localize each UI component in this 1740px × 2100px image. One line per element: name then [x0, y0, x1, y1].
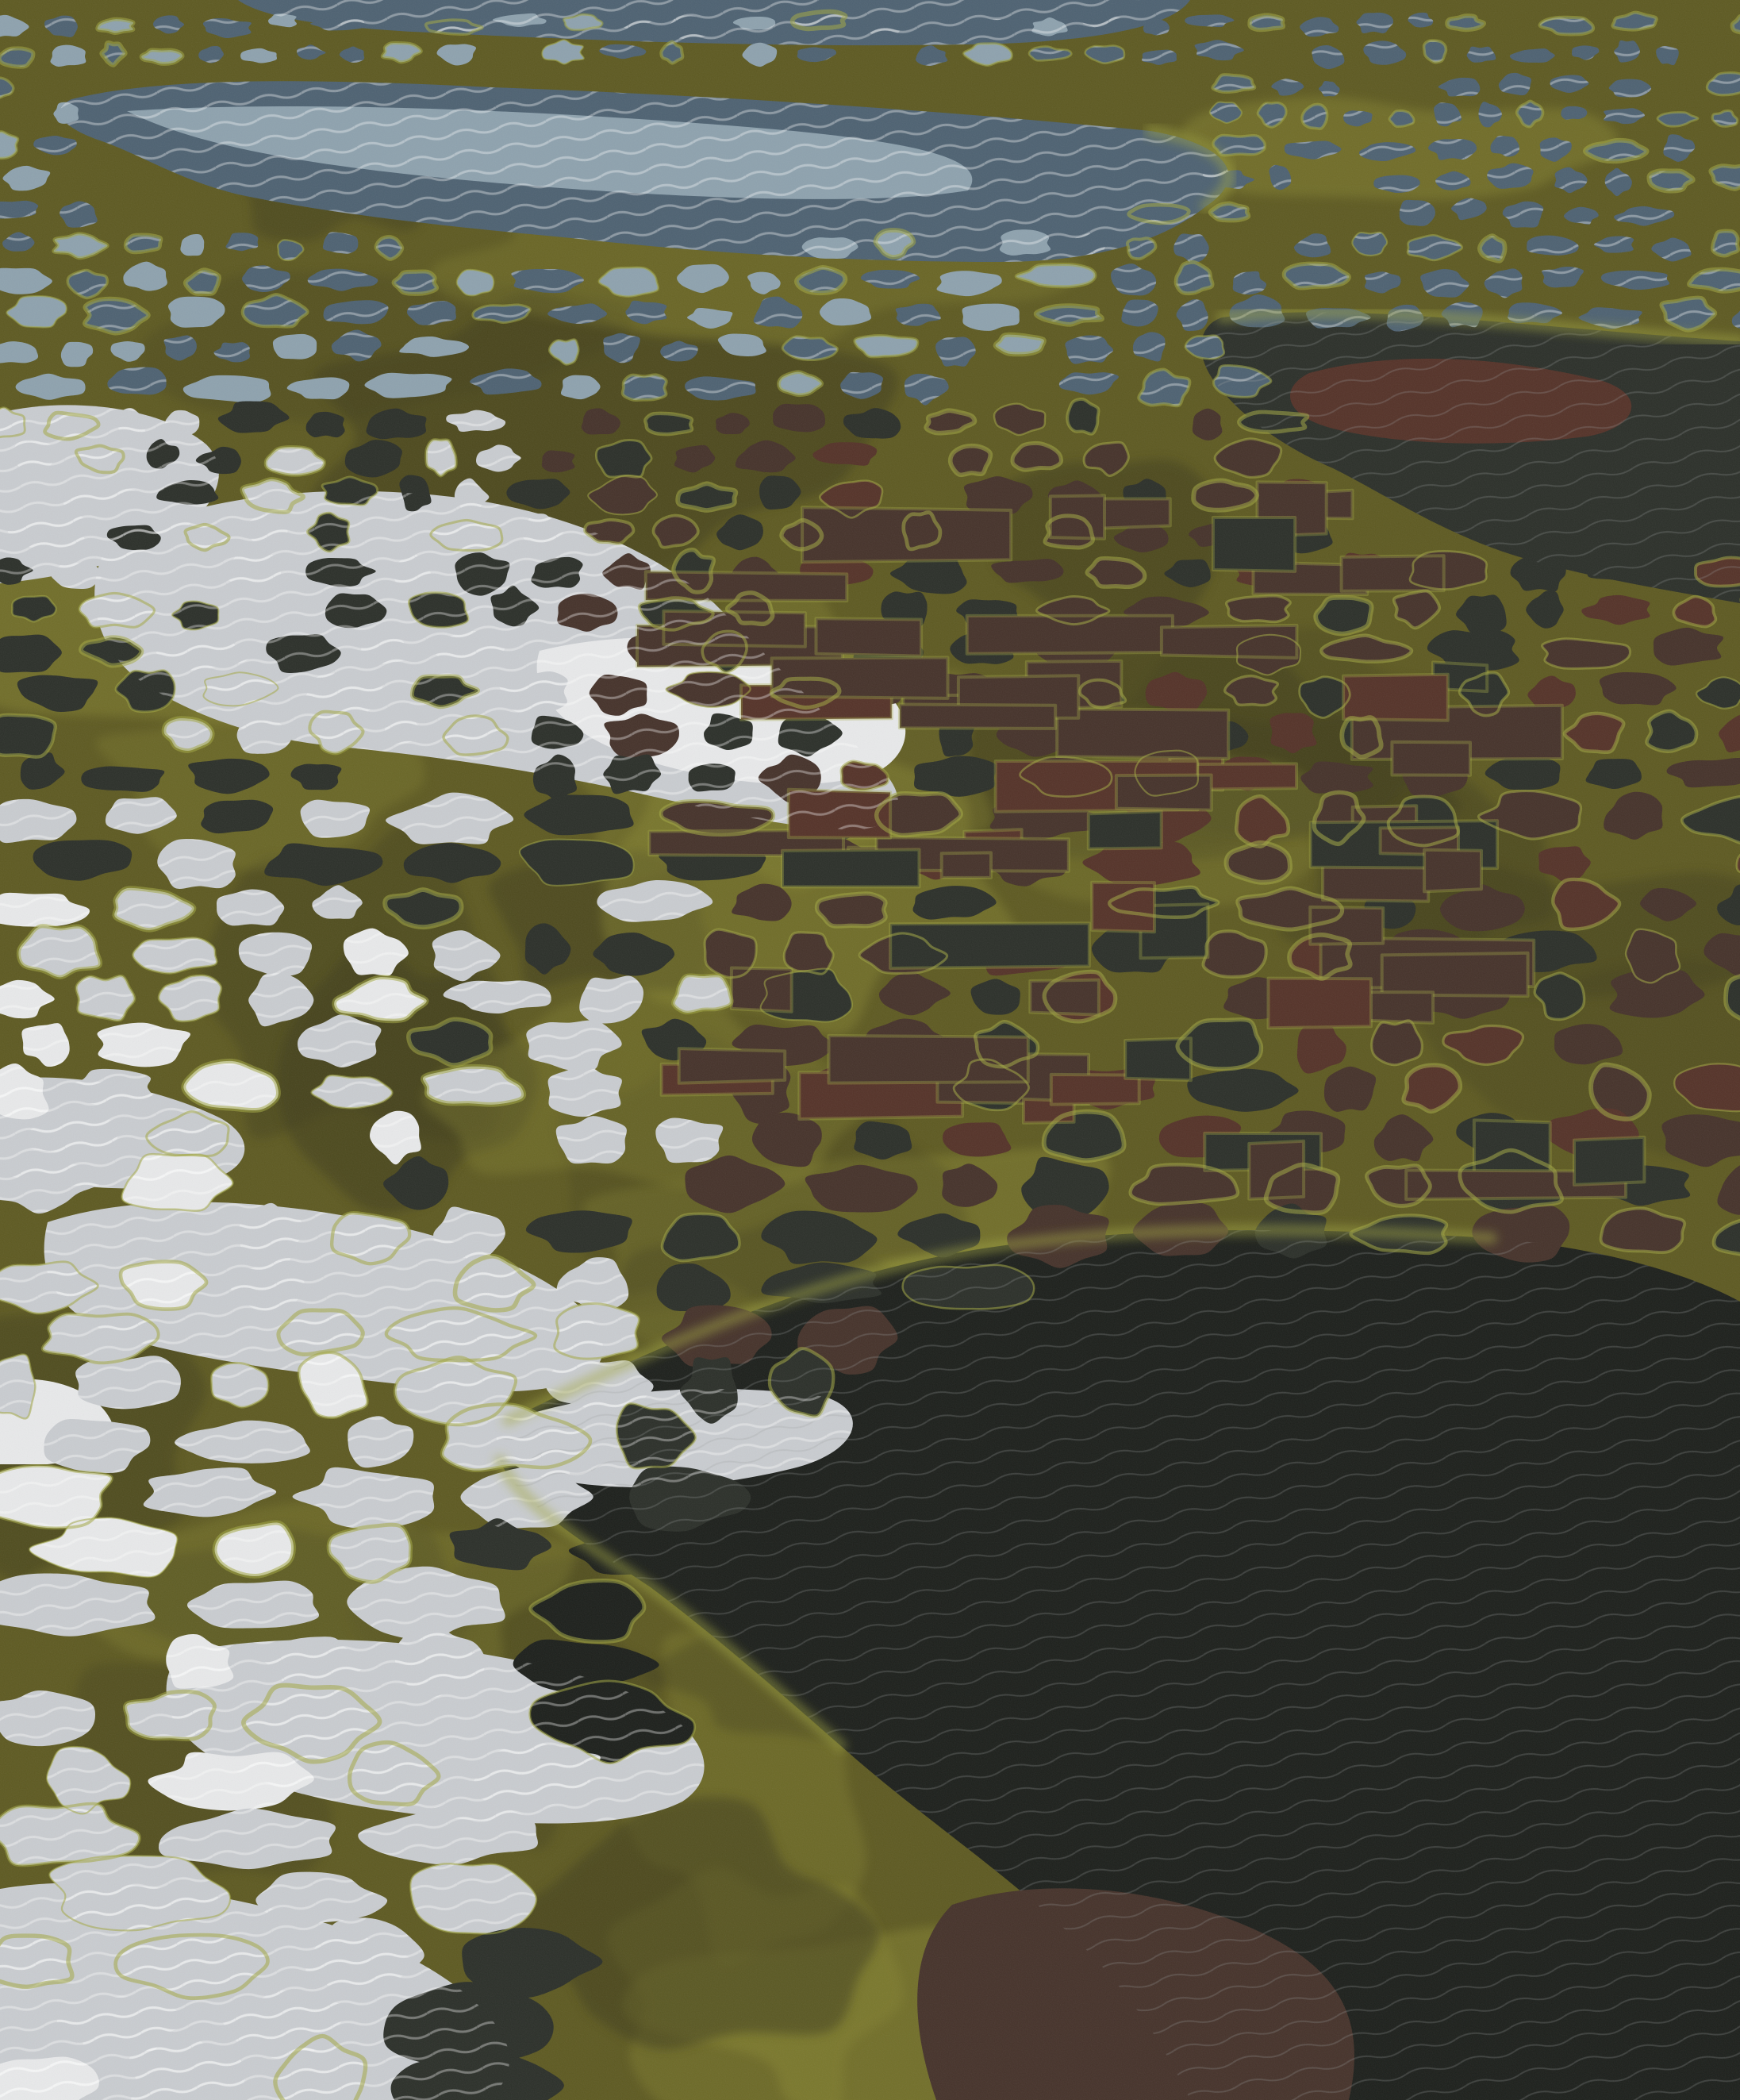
aerial-tundra-wetland-photo	[0, 0, 1740, 2100]
photo-grain	[0, 0, 1740, 2100]
